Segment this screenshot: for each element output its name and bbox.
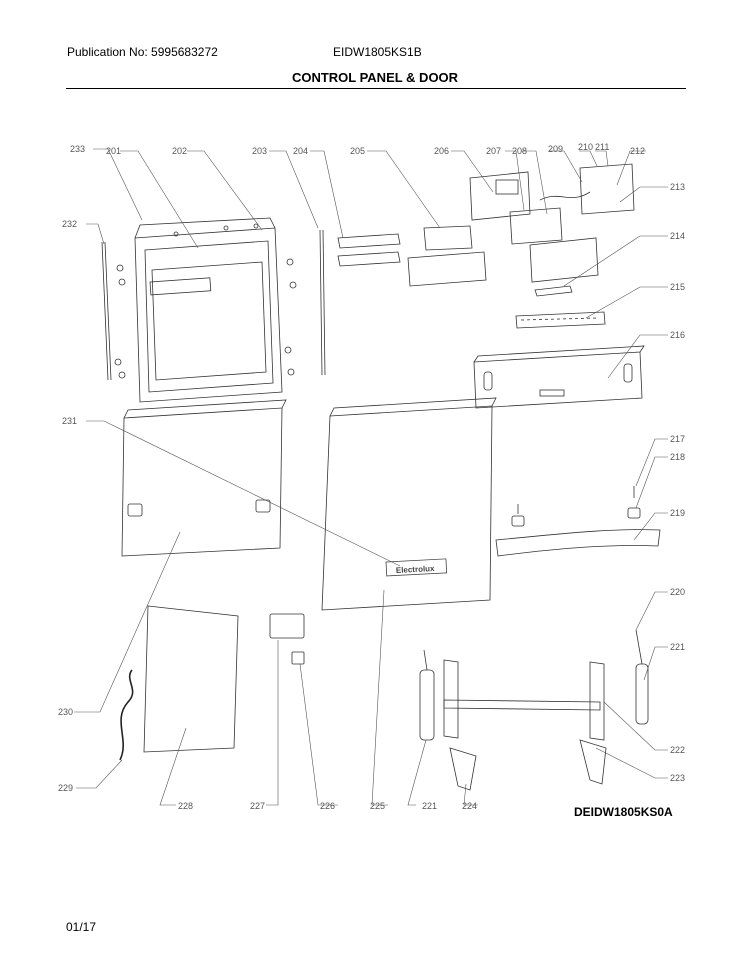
- control-panel: [473, 345, 645, 409]
- inner-door-liner: [134, 217, 283, 403]
- control-board-assembly: [469, 163, 635, 283]
- part-label: 219: [670, 508, 685, 518]
- part-labels: 233 201 202 203 204 205 206 207 208 209 …: [58, 142, 685, 811]
- part-label: 206: [434, 146, 449, 156]
- part-label: 207: [486, 146, 501, 156]
- part-label: 221: [670, 642, 685, 652]
- brand-badge: Electrolux: [396, 564, 436, 575]
- side-fasteners: [101, 223, 297, 381]
- part-label: 230: [58, 707, 73, 717]
- model-number: EIDW1805KS1B: [333, 45, 422, 59]
- switch-strip: [515, 311, 606, 329]
- header-divider: [66, 88, 686, 89]
- part-label: 217: [670, 434, 685, 444]
- part-label: 224: [462, 801, 477, 811]
- page-date: 01/17: [66, 920, 97, 934]
- part-label: 204: [293, 146, 308, 156]
- part-label: 213: [670, 182, 685, 192]
- part-label: 231: [62, 416, 77, 426]
- part-label: 218: [670, 452, 685, 462]
- part-label: 233: [70, 144, 85, 154]
- door-side-trim: [319, 229, 326, 376]
- leader-lines: [74, 148, 668, 806]
- insulation-panel: [143, 605, 239, 753]
- part-label: 232: [62, 219, 77, 229]
- drawing-code: DEIDW1805KS0A: [574, 805, 673, 819]
- door-latch: [269, 613, 305, 665]
- part-label: 205: [350, 146, 365, 156]
- part-label: 215: [670, 282, 685, 292]
- publication-number: Publication No: 5995683272: [67, 45, 218, 59]
- page-title: CONTROL PANEL & DOOR: [291, 70, 459, 85]
- part-label: 203: [252, 146, 267, 156]
- stainless-door: [321, 397, 497, 611]
- part-label: 209: [548, 144, 563, 154]
- part-label: 214: [670, 231, 685, 241]
- part-label: 226: [320, 801, 335, 811]
- part-label: 221: [422, 801, 437, 811]
- part-label: 202: [172, 146, 187, 156]
- part-label: 229: [58, 783, 73, 793]
- part-label: 220: [670, 587, 685, 597]
- hinge-assembly: [443, 659, 607, 791]
- part-label: 227: [250, 801, 265, 811]
- door-handle: [495, 486, 661, 557]
- part-label: 212: [630, 146, 645, 156]
- part-label: 225: [370, 801, 385, 811]
- part-label: 222: [670, 745, 685, 755]
- wire-harness: [119, 669, 134, 761]
- part-label: 228: [178, 801, 193, 811]
- part-label: 210: [578, 142, 593, 152]
- part-label: 211: [595, 142, 609, 152]
- control-bracket: [337, 233, 401, 267]
- outer-door-panel: [121, 399, 287, 557]
- part-label: 223: [670, 773, 685, 783]
- part-label: 208: [512, 146, 527, 156]
- part-label: 201: [106, 146, 121, 156]
- dispenser: [407, 225, 487, 287]
- part-label: 216: [670, 330, 685, 340]
- button-actuator: [534, 285, 573, 297]
- door-springs: [419, 629, 649, 741]
